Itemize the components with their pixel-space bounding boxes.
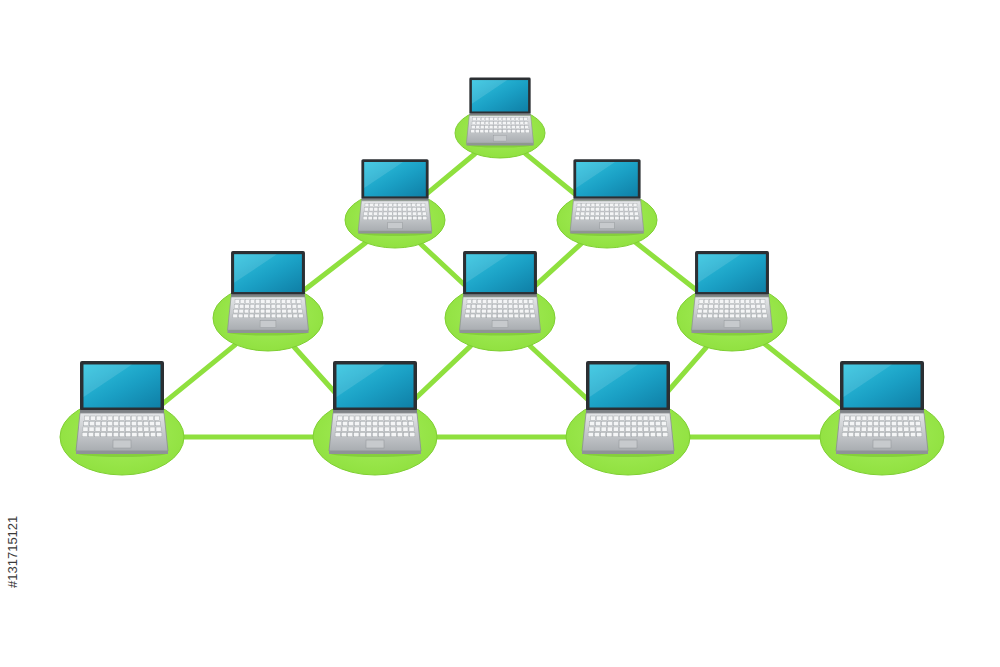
laptop-icon: [570, 159, 644, 236]
network-link: [437, 435, 566, 440]
laptop-icon: [358, 159, 432, 236]
network-link: [636, 243, 699, 292]
laptop-icon: [460, 251, 541, 335]
laptop-on-disc: [345, 192, 445, 248]
network-link: [525, 154, 578, 197]
node-disc: [313, 399, 437, 475]
network-link: [690, 435, 820, 440]
network-node: [213, 285, 323, 351]
network-node: [60, 399, 184, 475]
network-node: [345, 192, 445, 248]
laptop-icon: [76, 361, 168, 457]
laptop-icon: [836, 361, 928, 457]
network-node: [820, 399, 944, 475]
network-link: [159, 345, 235, 407]
laptop-on-disc: [557, 192, 657, 248]
laptop-icon: [582, 361, 674, 457]
laptop-icon: [466, 78, 533, 148]
network-link: [409, 346, 471, 405]
laptop-on-disc: [213, 285, 323, 351]
network-node: [455, 108, 545, 158]
network-link: [421, 244, 471, 290]
laptop-on-disc: [566, 399, 690, 475]
node-disc: [345, 192, 445, 248]
node-disc: [557, 192, 657, 248]
network-node: [677, 285, 787, 351]
laptop-on-disc: [313, 399, 437, 475]
laptop-icon: [329, 361, 421, 457]
network-link: [184, 435, 313, 440]
network-node: [445, 285, 555, 351]
laptop-icon: [692, 251, 773, 335]
node-disc: [445, 285, 555, 351]
laptop-on-disc: [677, 285, 787, 351]
node-disc: [820, 399, 944, 475]
network-node: [557, 192, 657, 248]
node-disc: [60, 399, 184, 475]
node-disc: [455, 108, 545, 158]
node-disc: [213, 285, 323, 351]
node-disc: [677, 285, 787, 351]
network-node: [566, 399, 690, 475]
node-disc: [566, 399, 690, 475]
laptop-on-disc: [455, 108, 545, 158]
network-link: [302, 243, 366, 292]
laptop-on-disc: [445, 285, 555, 351]
network-link: [423, 154, 475, 197]
network-node: [313, 399, 437, 475]
image-id-label: #131715121: [5, 516, 20, 588]
network-link: [530, 346, 594, 406]
laptop-on-disc: [820, 399, 944, 475]
laptop-icon: [228, 251, 309, 335]
network-link: [530, 244, 581, 291]
laptop-on-disc: [60, 399, 184, 475]
network-link: [765, 344, 844, 407]
